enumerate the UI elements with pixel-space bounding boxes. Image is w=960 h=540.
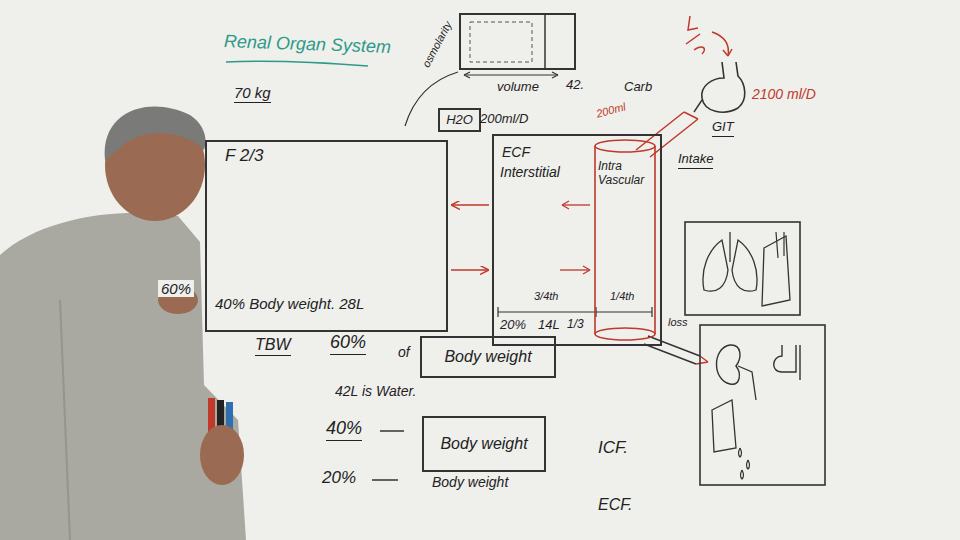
arrow-head: [562, 201, 569, 209]
ecf-dimension: [498, 307, 652, 317]
dimension-ticks: [498, 307, 652, 317]
dimension-line: [464, 74, 558, 75]
board-label: Body weight: [432, 474, 508, 490]
node-text: Body weight: [444, 348, 531, 366]
board-label: TBW: [255, 336, 291, 356]
exchange-arrows: [560, 201, 590, 274]
hair-lines: [776, 232, 784, 258]
cylinder-side: [595, 146, 655, 334]
hair: [105, 106, 206, 160]
board-label: 60%: [158, 280, 194, 297]
ecf-compartment: ECF Interstitial Intra Vascular: [492, 134, 662, 346]
box-outline: [460, 14, 575, 69]
skin-panel: [712, 400, 736, 452]
board-label: ICF.: [598, 438, 628, 458]
board-label: 14L: [538, 318, 560, 333]
board-label: 3/4th: [534, 290, 558, 303]
dimension-heads: [464, 72, 558, 78]
trachea: [729, 232, 730, 262]
board-label: 42L is Water.: [335, 383, 416, 399]
marker: [208, 398, 215, 432]
board-label: Carb: [624, 80, 652, 95]
board-label: GIT: [712, 120, 734, 137]
lung: [732, 240, 757, 291]
board-label: Intake: [678, 152, 713, 169]
board-label: of: [398, 344, 410, 360]
lung: [703, 240, 728, 291]
stomach-outline: [702, 62, 745, 112]
volume-box: [460, 14, 575, 78]
board-label: 20%: [500, 318, 526, 333]
board-label: loss: [668, 316, 688, 329]
board-label: ECF.: [598, 496, 632, 514]
duodenum: [694, 100, 702, 112]
arrow: [560, 269, 590, 270]
title-underline: [226, 61, 368, 66]
title: Renal Organ System: [224, 31, 392, 58]
box-outline: [700, 325, 825, 485]
board-label: volume: [497, 80, 539, 95]
intravascular-cylinder: Intra Vascular: [594, 140, 656, 340]
divider: [544, 14, 546, 69]
board-label: 200ml/D: [480, 112, 528, 127]
inner-box: [470, 22, 532, 62]
kidney: [717, 345, 740, 384]
dash: [372, 479, 398, 481]
lecturer: [0, 106, 246, 540]
hand: [200, 425, 244, 485]
water-box: H2O: [438, 108, 481, 132]
arrow: [562, 204, 590, 205]
arrow-head: [723, 49, 732, 56]
node-text: ECF: [502, 144, 530, 160]
lungs-box: [685, 222, 800, 315]
board-label: 1/3: [567, 318, 584, 332]
red-scribble: [686, 16, 732, 56]
cylinder-bottom: [595, 328, 655, 340]
gut: [774, 345, 800, 380]
node-text: H2O: [446, 113, 473, 128]
exchange-arrow: [451, 204, 489, 206]
node-text: Interstitial: [500, 164, 560, 180]
node-text: Intra Vascular: [598, 160, 652, 188]
stomach: [694, 62, 745, 112]
tube-end: [696, 356, 708, 364]
body-weight-box: Body weight: [420, 336, 556, 378]
cylinder-top: [595, 140, 655, 152]
sweat-drops: [739, 448, 750, 479]
board-label: 40%: [326, 418, 362, 441]
board-label: 42.: [566, 78, 584, 93]
dimension-line: [498, 311, 652, 312]
arrow-head: [583, 266, 590, 274]
board-label: osmolarity: [420, 19, 455, 69]
board-label: 70 kg: [234, 84, 271, 103]
skin-panel: [762, 236, 790, 306]
box-outline: [685, 222, 800, 315]
scribble: [686, 16, 704, 54]
board-label: 2100 ml/D: [752, 86, 816, 102]
tube: [644, 336, 700, 364]
board-label: 60%: [330, 332, 366, 355]
loss-tube: [644, 336, 708, 364]
node-text: Body weight: [440, 435, 527, 453]
exchange-arrow: [451, 269, 489, 271]
node-text: F 2/3: [225, 146, 263, 166]
shirt-fold: [60, 300, 70, 540]
shirt: [0, 213, 246, 540]
body-weight-box: Body weight: [422, 416, 546, 472]
ureter: [738, 366, 756, 400]
board-label: 200ml: [595, 100, 627, 120]
board-label: 20%: [322, 468, 356, 488]
icf-compartment: F 2/3 40% Body weight. 28L: [205, 140, 448, 332]
excretion-box: [700, 325, 825, 485]
board-label: 1/4th: [610, 290, 634, 303]
node-text: 40% Body weight. 28L: [215, 295, 364, 312]
dash: [380, 430, 404, 432]
